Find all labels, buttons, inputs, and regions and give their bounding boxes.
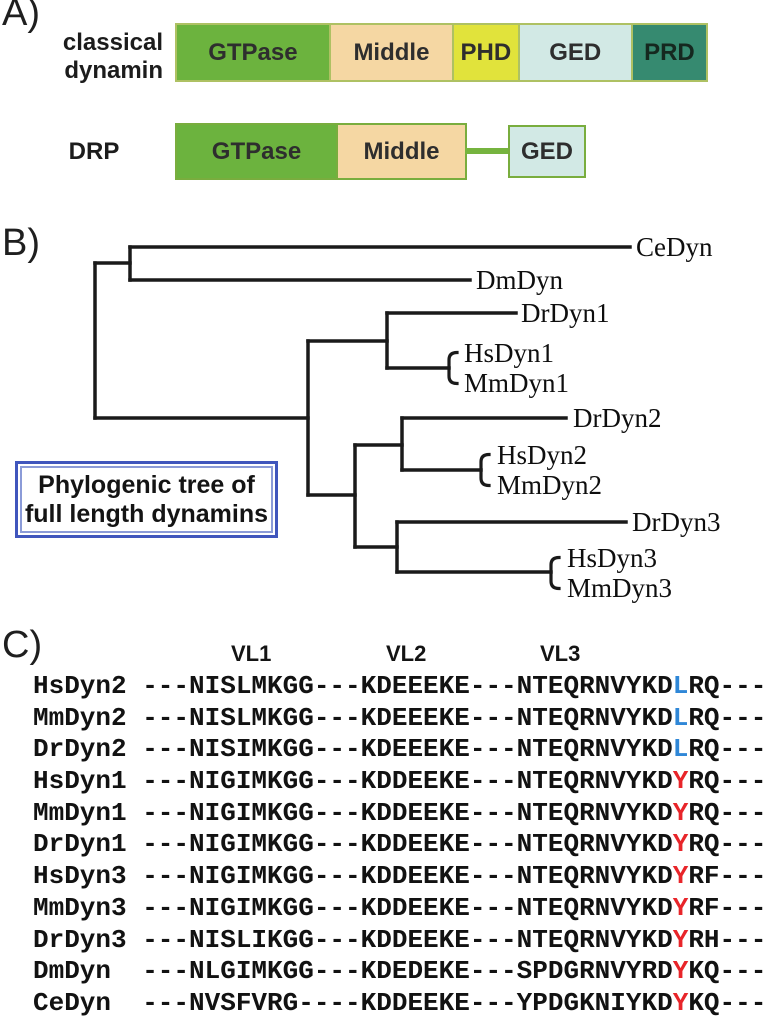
taxon-hsdyn3: HsDyn3 [567, 543, 658, 573]
alignment-row-hsdyn2: HsDyn2 ---NISLMKGG---KDEEEKE---NTEQRNVYKD… [33, 671, 766, 703]
tree-caption-line1: Phylogenic tree of [38, 470, 255, 499]
seq-highlight-residue: Y [672, 987, 689, 1018]
seq-highlight-residue: Y [672, 797, 689, 828]
seq-pre: ---NIGIMKGG---KDDEEKE---NTEQRNVYKD [142, 766, 673, 797]
taxon-drdyn2: DrDyn2 [573, 403, 662, 433]
alignment-row-drdyn1: DrDyn1 ---NIGIMKGG---KDDEEKE---NTEQRNVYKD… [33, 829, 766, 861]
classical-dynamin-label-line1: classical [62, 29, 163, 56]
domain-middle: Middle [328, 25, 453, 80]
seq-highlight-residue: Y [672, 766, 689, 797]
panel-b-tag: B) [2, 222, 40, 264]
seq-pre: ---NIGIMKGG---KDDEEKE---NTEQRNVYKD [142, 797, 673, 828]
alignment-row-hsdyn1: HsDyn1 ---NIGIMKGG---KDDEEKE---NTEQRNVYKD… [33, 766, 766, 798]
seq-pre: ---NLGIMKGG---KDEDEKE---SPDGRNVYRD [142, 956, 673, 987]
taxon-hsdyn1: HsDyn1 [464, 338, 555, 368]
alignment-row-mmdyn1: MmDyn1 ---NIGIMKGG---KDDEEKE---NTEQRNVYKD… [33, 798, 766, 830]
panel-c-tag: C) [2, 624, 43, 666]
alignment-row-cedyn: CeDyn ---NVSFVRG----KDDEEKE---YPDGKNIYKDY… [33, 988, 766, 1020]
drp-domain-middle: Middle [336, 123, 467, 180]
drp-linker-line [465, 148, 510, 154]
seq-label: HsDyn2 [33, 671, 127, 701]
seq-post: RQ--- [688, 734, 767, 765]
taxon-mmdyn3: MmDyn3 [567, 573, 673, 603]
alignment-row-hsdyn3: HsDyn3 ---NIGIMKGG---KDDEEKE---NTEQRNVYKD… [33, 861, 766, 893]
classical-dynamin-label: classical dynamin [28, 29, 163, 85]
seq-post: RQ--- [688, 702, 767, 733]
seq-label: DrDyn2 [33, 734, 127, 765]
seq-pre: ---NISIMKGG---KDEEEKE---NTEQRNVYKD [142, 734, 673, 765]
seq-highlight-residue: Y [672, 829, 689, 860]
header-vl2: VL2 [386, 641, 427, 666]
sequence-alignment: HsDyn2 ---NISLMKGG---KDEEEKE---NTEQRNVYKD… [33, 671, 766, 1020]
drp-label: DRP [68, 138, 120, 165]
seq-label: MmDyn1 [33, 797, 127, 828]
taxon-mmdyn2: MmDyn2 [497, 470, 603, 500]
seq-label: DrDyn1 [33, 829, 127, 860]
seq-label: HsDyn3 [33, 861, 127, 892]
seq-highlight-residue: L [672, 734, 689, 765]
domain-ged: GED [517, 25, 631, 80]
domain-prd: PRD [630, 25, 706, 80]
seq-post: RF--- [688, 861, 767, 892]
phylogenetic-tree [93, 245, 632, 591]
seq-highlight-residue: L [672, 671, 689, 701]
alignment-row-mmdyn3: MmDyn3 ---NIGIMKGG---KDDEEKE---NTEQRNVYKD… [33, 893, 766, 925]
seq-label: CeDyn [33, 987, 112, 1018]
taxon-hsdyn2: HsDyn2 [497, 440, 588, 470]
drp-domain-ged: GED [508, 125, 586, 178]
seq-label: HsDyn1 [33, 766, 127, 797]
header-vl1: VL1 [231, 641, 272, 666]
seq-highlight-residue: Y [672, 956, 689, 987]
taxon-mmdyn1: MmDyn1 [464, 368, 570, 398]
seq-post: RH--- [688, 924, 767, 955]
seq-label: DmDyn [33, 956, 112, 987]
seq-pre: ---NIGIMKGG---KDDEEKE---NTEQRNVYKD [142, 861, 673, 892]
taxon-drdyn1: DrDyn1 [521, 298, 610, 328]
seq-pre: ---NIGIMKGG---KDDEEKE---NTEQRNVYKD [142, 829, 673, 860]
classical-dynamin-label-line2: dynamin [64, 57, 163, 84]
seq-post: RQ--- [688, 829, 767, 860]
domain-phd: PHD [452, 25, 518, 80]
seq-label: DrDyn3 [33, 924, 127, 955]
seq-post: RQ--- [688, 766, 767, 797]
taxon-cedyn: CeDyn [636, 232, 713, 262]
tree-caption-line2: full length dynamins [24, 499, 269, 528]
seq-pre: ---NIGIMKGG---KDDEEKE---NTEQRNVYKD [142, 892, 673, 923]
seq-highlight-residue: Y [672, 924, 689, 955]
panel-a-tag: A) [2, 0, 40, 34]
seq-highlight-residue: L [672, 702, 689, 733]
taxon-drdyn3: DrDyn3 [632, 507, 721, 537]
seq-post: RQ--- [688, 671, 767, 701]
alignment-row-drdyn2: DrDyn2 ---NISIMKGG---KDEEEKE---NTEQRNVYKD… [33, 734, 766, 766]
seq-label: MmDyn3 [33, 892, 127, 923]
seq-post: RF--- [688, 892, 767, 923]
domain-gtpase: GTPase [177, 25, 329, 80]
seq-post: RQ--- [688, 797, 767, 828]
seq-pre: ---NISLMKGG---KDEEEKE---NTEQRNVYKD [142, 702, 673, 733]
seq-pre: ---NVSFVRG----KDDEEKE---YPDGKNIYKD [142, 987, 673, 1018]
seq-pre: ---NISLIKGG---KDDEEKE---NTEQRNVYKD [142, 924, 673, 955]
seq-highlight-residue: Y [672, 861, 689, 892]
seq-label: MmDyn2 [33, 702, 127, 733]
seq-highlight-residue: Y [672, 892, 689, 923]
alignment-row-drdyn3: DrDyn3 ---NISLIKGG---KDDEEKE---NTEQRNVYKD… [33, 925, 766, 957]
alignment-row-mmdyn2: MmDyn2 ---NISLMKGG---KDEEEKE---NTEQRNVYKD… [33, 703, 766, 735]
taxon-dmdyn: DmDyn [476, 265, 563, 295]
seq-pre: ---NISLMKGG---KDEEEKE---NTEQRNVYKD [142, 671, 673, 701]
tree-caption-box: Phylogenic tree of full length dynamins [15, 461, 278, 538]
seq-post: KQ--- [688, 956, 767, 987]
classical-dynamin-domain-bar: GTPase Middle PHD GED PRD [175, 23, 708, 82]
drp-domain-gtpase: GTPase [175, 123, 338, 180]
header-vl3: VL3 [540, 641, 581, 666]
alignment-row-dmdyn: DmDyn ---NLGIMKGG---KDEDEKE---SPDGRNVYRDY… [33, 956, 766, 988]
seq-post: KQ--- [688, 987, 767, 1018]
